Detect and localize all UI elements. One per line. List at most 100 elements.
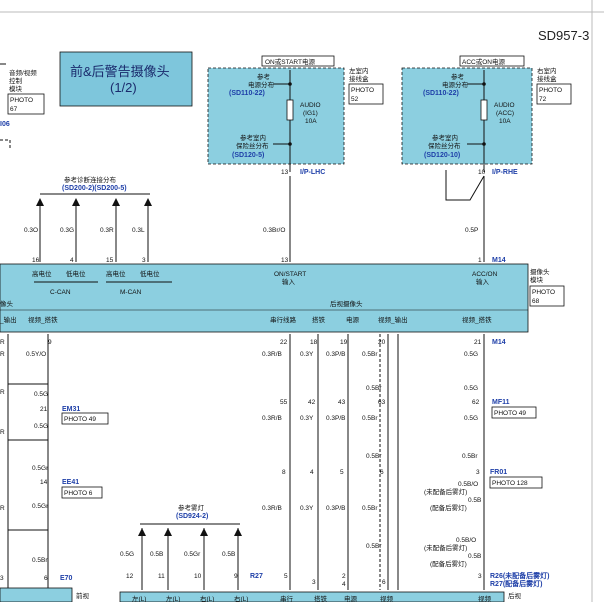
ll-wire2: 0.5G <box>34 391 48 398</box>
fuse-rhe-photo-label: PHOTO <box>539 87 562 94</box>
fog-label-3: 右(L) <box>200 594 214 602</box>
title-box <box>59 51 193 107</box>
left-module-line2: 控制 <box>9 76 23 85</box>
fuse-rhe-photo-num: 72 <box>539 96 547 103</box>
fuse-rhe-header-box <box>459 55 525 67</box>
can-pin-3: 15 <box>106 257 114 264</box>
fog-connector: R27 <box>250 573 263 580</box>
fog-wire-label-4: 0.5B <box>222 551 235 558</box>
rb-no-fog: (未配备后雾灯) <box>424 543 467 552</box>
left-module-line3: 模块 <box>9 84 23 93</box>
title-line1: 前&后警告摄像头 <box>70 64 170 79</box>
rm-wire-1: 0.3Y <box>300 415 314 422</box>
fuse-rhe-fuse-name2: (ACC) <box>496 110 514 117</box>
fuse-lhc-pin-cam: 13 <box>281 257 289 264</box>
fuse-rhe-ref-fuse2: 保险丝分布 <box>428 141 461 150</box>
rb-pin-r: 3 <box>478 573 482 580</box>
ll-r1: R <box>0 339 5 346</box>
ll-wire4: 0.5Gr <box>32 465 49 472</box>
fuse-lhc-ref-fuse2: 保险丝分布 <box>236 141 269 150</box>
rb-label-4: 视频 <box>478 594 492 602</box>
rl-wire-0: 0.3R/B <box>262 505 282 512</box>
cam-ground: 搭铁 <box>312 315 326 324</box>
ll-conn-e70: E70 <box>60 575 73 582</box>
fuse-lhc-wire-label: 0.3Br/O <box>263 227 285 234</box>
rt-pin-1: 18 <box>310 339 318 346</box>
diag-ref-line1: 参考诊断连接分布 <box>64 175 117 184</box>
rl-connector: FR01 <box>490 469 507 476</box>
rl-wire-3: 0.5Br <box>362 505 378 512</box>
fuse-lhc-fuse-symbol <box>286 99 294 121</box>
fuse-lhc-power-header: ON或START电源 <box>265 57 315 66</box>
fuse-rhe-ref-power2: 电源分布 <box>442 80 469 89</box>
cam-left-video: _输出 <box>0 315 17 324</box>
left-module-photo-box <box>7 93 45 115</box>
can-arrow-3 <box>112 198 120 206</box>
rm-pin-1: 42 <box>308 399 316 406</box>
cam-acc-on2: 输入 <box>476 277 490 286</box>
fuse-lhc-connector: I/P-LHC <box>300 169 325 176</box>
rl-pin-3: 6 <box>380 469 384 476</box>
fuse-lhc-ref-fuse-code: (SD120-5) <box>232 152 264 159</box>
can-pin-2: 4 <box>70 257 74 264</box>
left-module-photo-label: PHOTO <box>10 97 33 104</box>
rm-connector: MF11 <box>492 399 510 406</box>
rb-pin-1: 3 <box>312 579 316 586</box>
can-arrow-4 <box>144 198 152 206</box>
fog-pin-4: 9 <box>234 573 238 580</box>
fuse-rhe-cam-connector: M14 <box>492 257 506 264</box>
cam-photo-box <box>529 285 565 307</box>
fuse-rhe-junction2: 接线盒 <box>537 74 557 83</box>
cam-mcan: M-CAN <box>120 289 142 296</box>
fog-arrow-2 <box>164 528 172 536</box>
ll-wire1: 0.5Y/O <box>26 351 46 358</box>
ll-photo-ee41-box <box>61 486 103 499</box>
fog-wire-label-1: 0.5G <box>120 551 134 558</box>
fog-ref1: 参考雾灯 <box>178 503 205 512</box>
fog-wire-label-2: 0.5B <box>150 551 163 558</box>
cam-acc-on1: ACC/ON <box>472 271 498 278</box>
title-line2: (1/2) <box>110 80 137 95</box>
ll-r3: R <box>0 389 5 396</box>
cam-mcan-lo: 低电位 <box>140 269 160 278</box>
fog-pin-2: 11 <box>158 573 165 580</box>
ll-wire5: 0.5Gr <box>32 503 49 510</box>
can-wire-label-4: 0.3L <box>132 227 145 234</box>
rl-pin-1: 4 <box>310 469 314 476</box>
rb-r26: R26(未配备后雾灯) <box>490 571 550 580</box>
fuse-lhc-photo-label: PHOTO <box>351 87 374 94</box>
fuse-rhe-wire-label: 0.5P <box>465 227 478 234</box>
fog-pin-3: 10 <box>194 573 202 580</box>
can-arrow-1 <box>36 198 44 206</box>
rm-wire-4: 0.5G <box>464 415 478 422</box>
cam-module1: 摄像头 <box>530 267 550 276</box>
cam-ccan: C-CAN <box>50 289 71 296</box>
rl-w-b: 0.5B <box>468 497 481 504</box>
fuse-lhc-header-box <box>261 55 335 67</box>
cam-mcan-hi: 高电位 <box>106 269 126 278</box>
ll-pin6: 6 <box>44 575 48 582</box>
rl-with-fog: (配备后雾灯) <box>430 503 467 512</box>
rm-wire-0: 0.3R/B <box>262 415 282 422</box>
rl-w-br-right: 0.5Br <box>462 453 478 460</box>
rm-photo-box <box>491 406 537 419</box>
ll-pin14: 14 <box>40 479 48 486</box>
ll-r5: R <box>0 505 5 512</box>
rl-photo: PHOTO 128 <box>492 480 528 487</box>
ll-r6: 3 <box>0 575 4 582</box>
fog-label-1: 左(L) <box>132 594 146 602</box>
rb-w-bo: 0.5B/O <box>456 537 476 544</box>
fog-label-2: 左(L) <box>166 594 180 602</box>
rt-pin-0: 22 <box>280 339 288 346</box>
can-pin-1: 16 <box>32 257 40 264</box>
camera-module-box <box>0 263 529 333</box>
fog-arrow-4 <box>234 528 242 536</box>
fog-arrow-3 <box>200 528 208 536</box>
ll-pin21: 21 <box>40 406 48 413</box>
rt-wire-0: 0.3R/B <box>262 351 282 358</box>
fuse-lhc-junction1: 左室内 <box>349 66 369 75</box>
ll-conn-em31: EM31 <box>62 406 80 413</box>
fuse-rhe-power-header: ACC或ON电源 <box>462 57 505 66</box>
fuse-rhe-fuse-rating: 10A <box>499 118 511 125</box>
